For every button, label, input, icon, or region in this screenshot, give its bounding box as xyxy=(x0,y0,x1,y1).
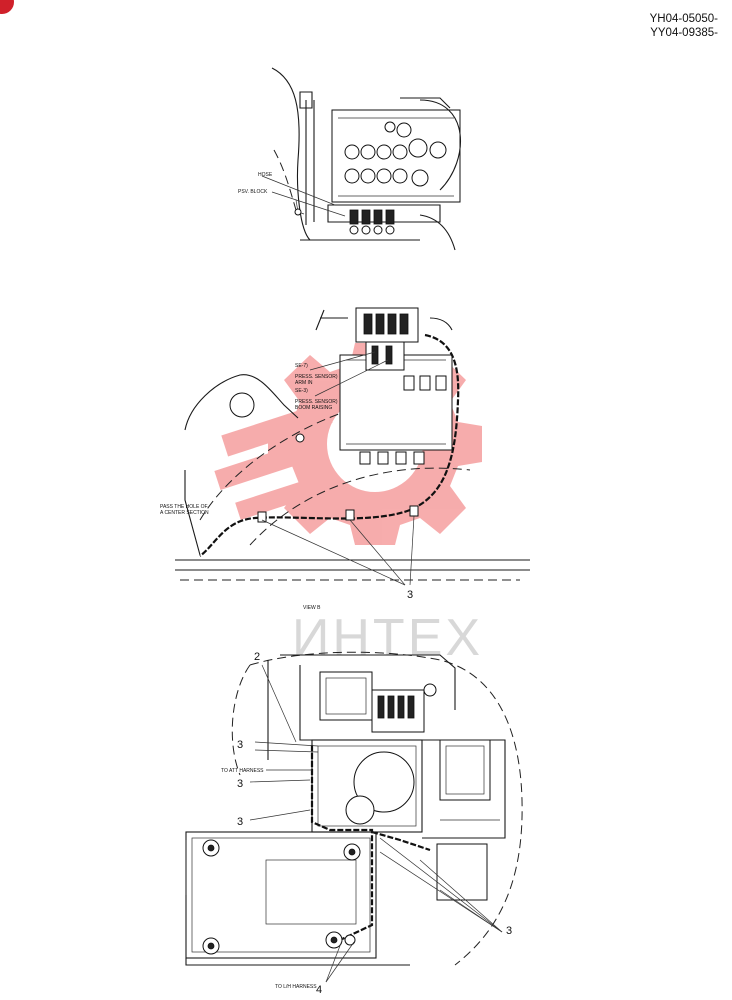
manifold-top xyxy=(355,307,419,371)
upperstructure-outline xyxy=(249,651,523,966)
callout-3-bottom-b: 3 xyxy=(237,778,243,790)
callout-4-bottom: 4 xyxy=(316,984,322,996)
sensor-cap-row xyxy=(359,375,447,465)
label-sensor-boom-b: BOOM RAISING xyxy=(295,405,332,411)
label-se7: SE-7) xyxy=(295,363,308,369)
middle-harness-wire xyxy=(199,333,460,557)
callout-3-middle: 3 xyxy=(407,589,413,601)
middle-view-diagram: SE-7) PRESS. SENSOR) ARM IN SE-3) PRESS.… xyxy=(160,307,530,611)
bottom-manifold xyxy=(371,683,437,733)
serial-line-1: YH04-05050- xyxy=(649,13,718,25)
label-psv-block: PSV. BLOCK xyxy=(238,189,268,195)
label-hose: HOSE xyxy=(258,172,273,178)
label-pass-hole-a: PASS THE HOLE OF xyxy=(160,504,208,510)
mount-bolts xyxy=(202,839,361,955)
label-pass-hole-b: A CENTER SECTION xyxy=(160,510,209,516)
callout-3-bottom-d: 3 xyxy=(506,925,512,937)
bottom-view-diagram: 2 3 3 3 3 4 TO ATT HARNESS TO L/H HARNES… xyxy=(185,651,523,996)
callout-2-bottom: 2 xyxy=(254,651,260,663)
serial-line-2: YY04-09385- xyxy=(650,27,718,39)
callout-3-bottom-a: 3 xyxy=(237,739,243,751)
label-sensor-arm-b: ARM IN xyxy=(295,380,313,386)
view-caption: VIEW B xyxy=(303,605,321,611)
label-se3: SE-3) xyxy=(295,388,308,394)
label-sensor-arm-a: PRESS. SENSOR) xyxy=(295,374,338,380)
top-view-diagram: HOSE PSV. BLOCK xyxy=(238,67,461,251)
serial-number-block: YH04-05050- YY04-09385- xyxy=(650,12,718,40)
callout-3-bottom-c: 3 xyxy=(237,816,243,828)
label-lh-harness: TO L/H HARNESS xyxy=(275,984,317,990)
label-att-harness: TO ATT HARNESS xyxy=(221,768,264,774)
valve-row-upper xyxy=(344,121,447,160)
valve-row-lower xyxy=(344,168,429,187)
psv-block-valves xyxy=(349,209,395,235)
label-sensor-boom-a: PRESS. SENSOR) xyxy=(295,399,338,405)
bottom-harness-wire xyxy=(310,745,374,941)
watermark-text: ИНТЕХ xyxy=(292,609,483,667)
